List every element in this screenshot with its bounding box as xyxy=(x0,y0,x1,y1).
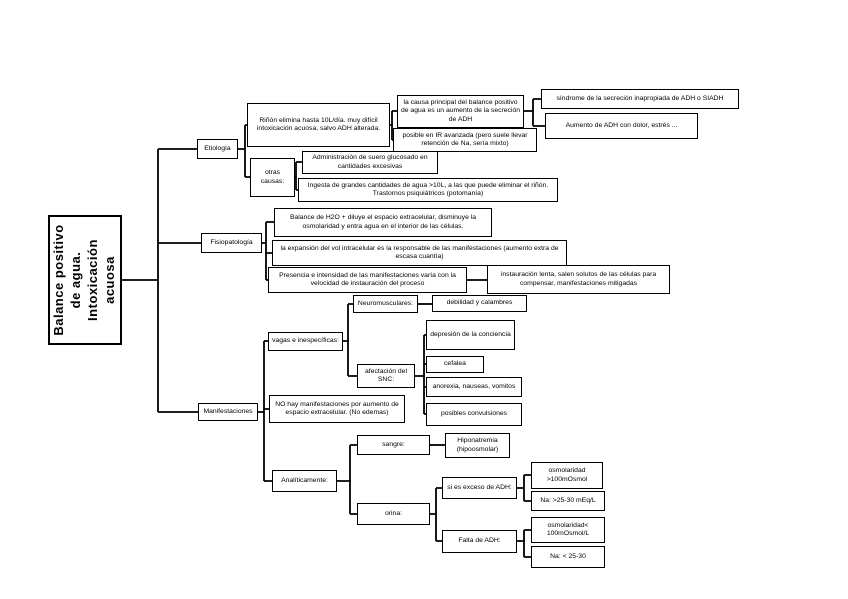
node-otras-causas: otras causas: xyxy=(250,158,295,197)
node-osm-alta: osmolaridad >100mOsmol xyxy=(531,462,603,489)
connector-line xyxy=(430,487,442,542)
node-root: Balance positivo de agua. Intoxicación a… xyxy=(48,215,122,345)
node-siadh: síndrome de la secreción inapropiada de … xyxy=(541,89,739,109)
node-expansion: la expansión del vol intracelular es la … xyxy=(272,240,567,266)
connector-line xyxy=(337,444,357,515)
node-fisiopatologia: Fisiopatología xyxy=(201,233,262,253)
node-instauracion: instauración lenta, salen solutos de las… xyxy=(487,265,670,294)
connector-line xyxy=(343,303,357,377)
node-osm-baja: osmolaridad< 100mOsmol/L xyxy=(531,517,605,543)
connector-line xyxy=(415,334,426,415)
node-cefalea: cefalea xyxy=(426,356,484,373)
node-ingesta: Ingesta de grandes cantidades de agua >1… xyxy=(298,178,558,202)
node-falta-adh: Falta de ADH: xyxy=(442,530,517,553)
node-hiponatremia: Hiponatremia (hipoosmolar) xyxy=(445,433,510,458)
node-exceso-adh: si es exceso de ADH: xyxy=(442,477,517,499)
node-na-alta: Na: >25-30 mEq/L xyxy=(531,491,605,511)
node-etiologia: Etiología xyxy=(197,139,238,159)
node-analiticamente: Analíticamente: xyxy=(272,470,337,492)
connector-line xyxy=(517,529,531,558)
node-snc: afectación del SNC: xyxy=(357,364,415,388)
node-manifestaciones: Manifestaciones xyxy=(198,403,258,421)
node-neuromusculares: Neuromusculares: xyxy=(353,295,418,313)
node-suero: Administración de suero glucosado en can… xyxy=(302,151,438,174)
node-no-edemas: NO hay manifestaciones por aumento de es… xyxy=(269,395,405,423)
node-debilidad: debilidad y calambres xyxy=(432,295,527,312)
node-na-baja: Na: < 25-30 xyxy=(531,546,605,568)
node-vagas: vagas e inespecíficas: xyxy=(268,332,343,351)
node-presencia: Presencia e intensidad de las manifestac… xyxy=(268,267,467,293)
node-sangre: sangre: xyxy=(357,435,430,455)
node-ir-avanzada: posible en IR avanzada (pero suele lleva… xyxy=(393,128,537,152)
node-orina: orina: xyxy=(357,503,430,525)
root-title: Balance positivo de agua. Intoxicación a… xyxy=(51,224,117,336)
node-balance-h2o: Balance de H2O + diluye el espacio extra… xyxy=(274,208,492,237)
connector-line xyxy=(517,474,531,502)
node-depresion: depresión de la conciencia xyxy=(426,320,515,350)
node-anorexia: anorexia, nauseas, vomitos xyxy=(426,377,522,397)
connector-line xyxy=(122,148,201,413)
node-convulsiones: posibles convulsiones xyxy=(426,403,522,426)
node-aumento-adh: Aumento de ADH con dolor, estrés ... xyxy=(545,113,698,139)
node-rinon: Riñón elimina hasta 10L/día. muy difícil… xyxy=(247,103,390,147)
node-causa-principal: la causa principal del balance positivo … xyxy=(397,95,524,128)
